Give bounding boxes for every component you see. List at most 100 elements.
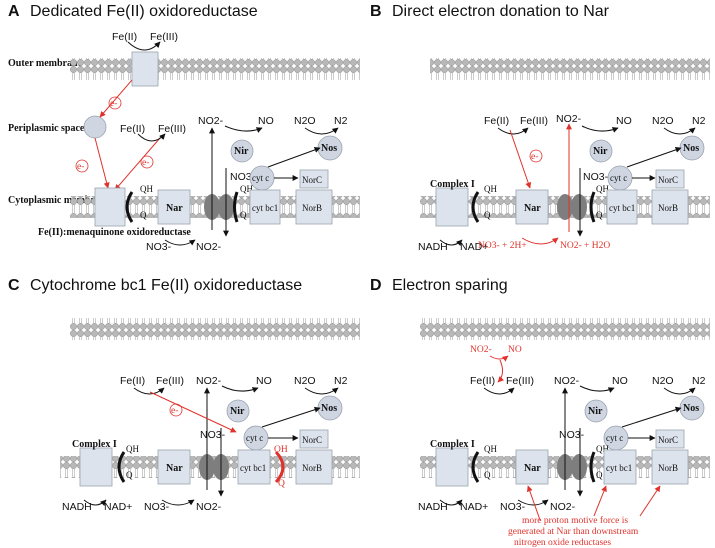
panel-b-transporter-2: [571, 194, 587, 220]
panel-d-outer-membrane: [420, 318, 710, 340]
panel-d-qh2: QH: [596, 444, 609, 454]
panel-a-periplasmic-carrier: [83, 115, 107, 139]
panel-a-nos-label: Nos: [321, 143, 337, 154]
panel-c-nar: [157, 449, 191, 485]
panel-d-n2o: N2O: [652, 375, 674, 387]
panel-a-norb-label: NorB: [302, 203, 322, 213]
panel-c-n2o: N2O: [294, 375, 316, 387]
panel-c-letter: C: [8, 277, 20, 294]
panel-d-title: Electron sparing: [392, 277, 508, 294]
panel-b-nar-label: Nar: [524, 203, 541, 214]
panel-d-no2: NO2-: [470, 345, 492, 355]
panel-c-nir-label: Nir: [230, 406, 245, 417]
panel-a-n2o: N2O: [294, 115, 316, 127]
panel-c-nar-label: Nar: [166, 463, 183, 474]
panel-b-title: Direct electron donation to Nar: [392, 3, 610, 20]
panel-c-no3-in: NO3-: [144, 501, 170, 513]
panel-d-nos-label: Nos: [683, 403, 699, 414]
panel-a-electron-2: e-: [77, 162, 84, 172]
panel-a-fe2-peri: Fe(II): [120, 123, 145, 135]
panel-a-cytc-label: cyt c: [252, 173, 269, 183]
panel-a-nir: [230, 139, 254, 163]
panel-b-nir-label: Nir: [593, 146, 608, 157]
panel-b-n2: N2: [692, 115, 706, 127]
panel-d-note-line-3: nitrogen oxide reductases: [514, 538, 611, 548]
panel-b-bc1-label: cyt bc1: [609, 203, 635, 213]
panel-d-norb-label: NorB: [658, 463, 678, 473]
panel-a-nir-label: Nir: [234, 146, 249, 157]
panel-c-cytc-label: cyt c: [246, 433, 263, 443]
panel-a-peri-label: Periplasmic space: [8, 123, 85, 134]
panel-a-qh: QH: [140, 184, 153, 194]
panel-d-bc1-label: cyt bc1: [606, 463, 632, 473]
panel-b-fe2: Fe(II): [484, 115, 509, 127]
panel-d-complex1-label: Complex I: [430, 439, 475, 450]
panel-c-electron: e-: [171, 406, 178, 416]
panel-c-bc1-label: cyt bc1: [240, 463, 266, 473]
panel-a-letter: A: [8, 3, 20, 20]
panel-c-nad: NAD+: [104, 501, 132, 513]
panel-a-cyto-label: Cytoplasmic membrane: [8, 195, 110, 206]
panel-d-nir-label: Nir: [588, 406, 603, 417]
panel-c-oh: OH: [274, 445, 288, 455]
panel-b-norb-label: NorB: [658, 203, 678, 213]
panel-b-no2: NO2-: [556, 113, 582, 125]
panel-b-cytc-label: cyt c: [610, 173, 627, 183]
panel-d-no3-in: NO3-: [500, 501, 526, 513]
panel-c-nir: [226, 399, 250, 423]
panel-a-enzyme-label: Fe(II):menaquinone oxidoreductase: [38, 227, 191, 238]
panel-b-bc1: [606, 189, 638, 225]
panel-c: C Cytochrome bc1 Fe(II) oxidoreductase C…: [8, 277, 360, 513]
panel-b: B Direct electron donation to Nar Comple…: [370, 3, 710, 253]
panel-a-fe3-peri: Fe(III): [158, 123, 186, 135]
panel-a-n2: N2: [334, 115, 348, 127]
panel-d-note-line-1: more proton motive force is: [522, 515, 628, 526]
panel-c-fe2: Fe(II): [120, 375, 145, 387]
panel-d-n2: N2: [692, 375, 706, 387]
panel-c-q: Q: [126, 470, 133, 480]
panel-a-outer-membrane: [70, 58, 360, 80]
panel-d-no2-out: NO2-: [550, 501, 576, 513]
panel-d-note-line-2: generated at Nar than downstream: [508, 527, 639, 537]
panel-a-qh2: QH: [240, 184, 253, 194]
panel-c-complex1: [79, 447, 113, 487]
panel-c-complex1-label: Complex I: [72, 439, 117, 450]
panel-d-nir: [584, 399, 608, 423]
panel-b-nadh: NADH: [418, 241, 448, 253]
panel-d-q: Q: [484, 470, 491, 480]
panel-a-fe3: Fe(III): [150, 31, 178, 43]
panel-b-n2o: N2O: [652, 115, 674, 127]
panel-b-transporter-1: [557, 194, 573, 220]
panel-c-norc: [299, 429, 329, 449]
panel-d-no3-peri: NO3-: [559, 429, 585, 441]
panel-d-fe2: Fe(II): [470, 375, 495, 387]
panel-a-q: Q: [140, 210, 147, 220]
panel-b-nos-label: Nos: [683, 143, 699, 154]
panel-d-q2: Q: [596, 470, 603, 480]
panel-a-fe2: Fe(II): [112, 31, 137, 43]
panel-c-no: NO: [256, 375, 272, 387]
panel-b-norb: [651, 189, 689, 225]
panel-a-bc1: [249, 189, 281, 225]
panel-a-electron-1: e-: [110, 99, 117, 109]
panel-c-title: Cytochrome bc1 Fe(II) oxidoreductase: [30, 277, 302, 294]
panel-c-norb: [295, 449, 333, 485]
panel-c-q-red: Q: [278, 479, 285, 489]
panel-b-fe3: Fe(III): [520, 115, 548, 127]
panel-d-nar: [515, 449, 549, 485]
panel-d-bc1: [603, 449, 637, 485]
panel-c-bc1: [237, 449, 271, 485]
panel-b-q: Q: [484, 210, 491, 220]
panel-d-nar-label: Nar: [524, 463, 541, 474]
panel-a-no3-peri: NO3-: [230, 171, 256, 183]
panel-a-fe-oxidoreductase: [94, 187, 126, 227]
panel-b-outer-membrane: [430, 58, 710, 80]
panel-c-no3-peri: NO3-: [200, 429, 226, 441]
panel-b-nar: [515, 189, 549, 225]
panel-a: A Dedicated Fe(II) oxidoreductase Outer …: [8, 3, 360, 253]
panel-b-nar-product: NO2- + H2O: [560, 241, 610, 251]
panel-b-letter: B: [370, 3, 382, 20]
panel-d-letter: D: [370, 277, 382, 294]
panel-a-title: Dedicated Fe(II) oxidoreductase: [30, 3, 258, 20]
